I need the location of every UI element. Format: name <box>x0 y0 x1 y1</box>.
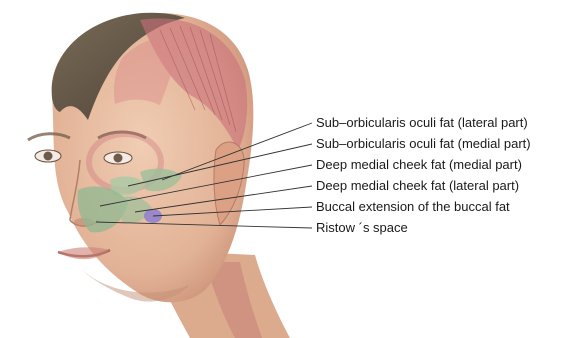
left-iris <box>44 152 53 161</box>
label-deep-medial-cheek-fat-lateral: Deep medial cheek fat (lateral part) <box>316 178 519 193</box>
label-ristow-space: Ristow ´s space <box>316 220 408 235</box>
right-iris <box>114 154 123 163</box>
label-soof-lateral: Sub–orbicularis oculi fat (lateral part) <box>316 115 528 130</box>
label-buccal-extension: Buccal extension of the buccal fat <box>316 199 510 214</box>
label-deep-medial-cheek-fat-medial: Deep medial cheek fat (medial part) <box>316 157 522 172</box>
label-soof-medial: Sub–orbicularis oculi fat (medial part) <box>316 136 531 151</box>
